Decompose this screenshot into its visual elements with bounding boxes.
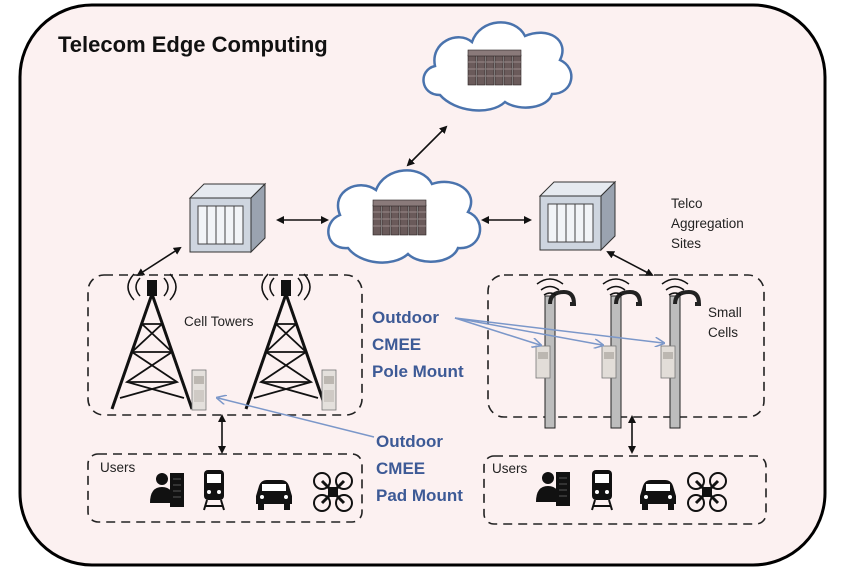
datacenter-box-icon — [538, 180, 617, 252]
telco-label-line: Sites — [671, 236, 702, 251]
server-rack-icon — [372, 199, 427, 236]
pole-mount-line: Outdoor — [372, 308, 440, 327]
users-label-left: Users — [100, 460, 136, 475]
small-cell-region — [487, 274, 765, 418]
cell-towers-label: Cell Towers — [184, 314, 254, 329]
server-rack-icon — [467, 49, 522, 86]
datacenter-box-left — [188, 182, 267, 254]
pad-mount-line: Outdoor — [376, 432, 444, 451]
page-title: Telecom Edge Computing — [58, 32, 328, 57]
cell-tower-region — [87, 274, 363, 416]
cloud-middle — [327, 169, 482, 264]
callout-arrows — [218, 317, 663, 438]
telco-aggregation-label: Telco Aggregation Sites — [671, 194, 744, 254]
datacenter-box-icon — [188, 182, 267, 254]
users-region-left — [87, 453, 363, 523]
users-label-right: Users — [492, 461, 528, 476]
small-cells-label-line: Cells — [708, 325, 739, 340]
pad-mount-line: Pad Mount — [376, 486, 463, 505]
datacenter-box-right — [538, 180, 617, 252]
pole-mount-line: CMEE — [372, 335, 422, 354]
cabinet-icon — [191, 369, 207, 411]
connection-arrows — [136, 125, 654, 454]
small-cells-label-line: Small — [708, 305, 742, 320]
small-cells-label: Small Cells — [708, 303, 742, 343]
cabinet-icon — [321, 369, 337, 411]
telco-label-line: Aggregation — [671, 216, 744, 231]
pad-mount-callout: Outdoor CMEE Pad Mount — [376, 428, 463, 509]
pad-mount-line: CMEE — [376, 459, 426, 478]
users-region-right — [483, 455, 767, 525]
pole-mount-callout: Outdoor CMEE Pole Mount — [372, 304, 464, 385]
cloud-top — [422, 21, 573, 112]
telco-label-line: Telco — [671, 196, 703, 211]
pole-mount-line: Pole Mount — [372, 362, 464, 381]
